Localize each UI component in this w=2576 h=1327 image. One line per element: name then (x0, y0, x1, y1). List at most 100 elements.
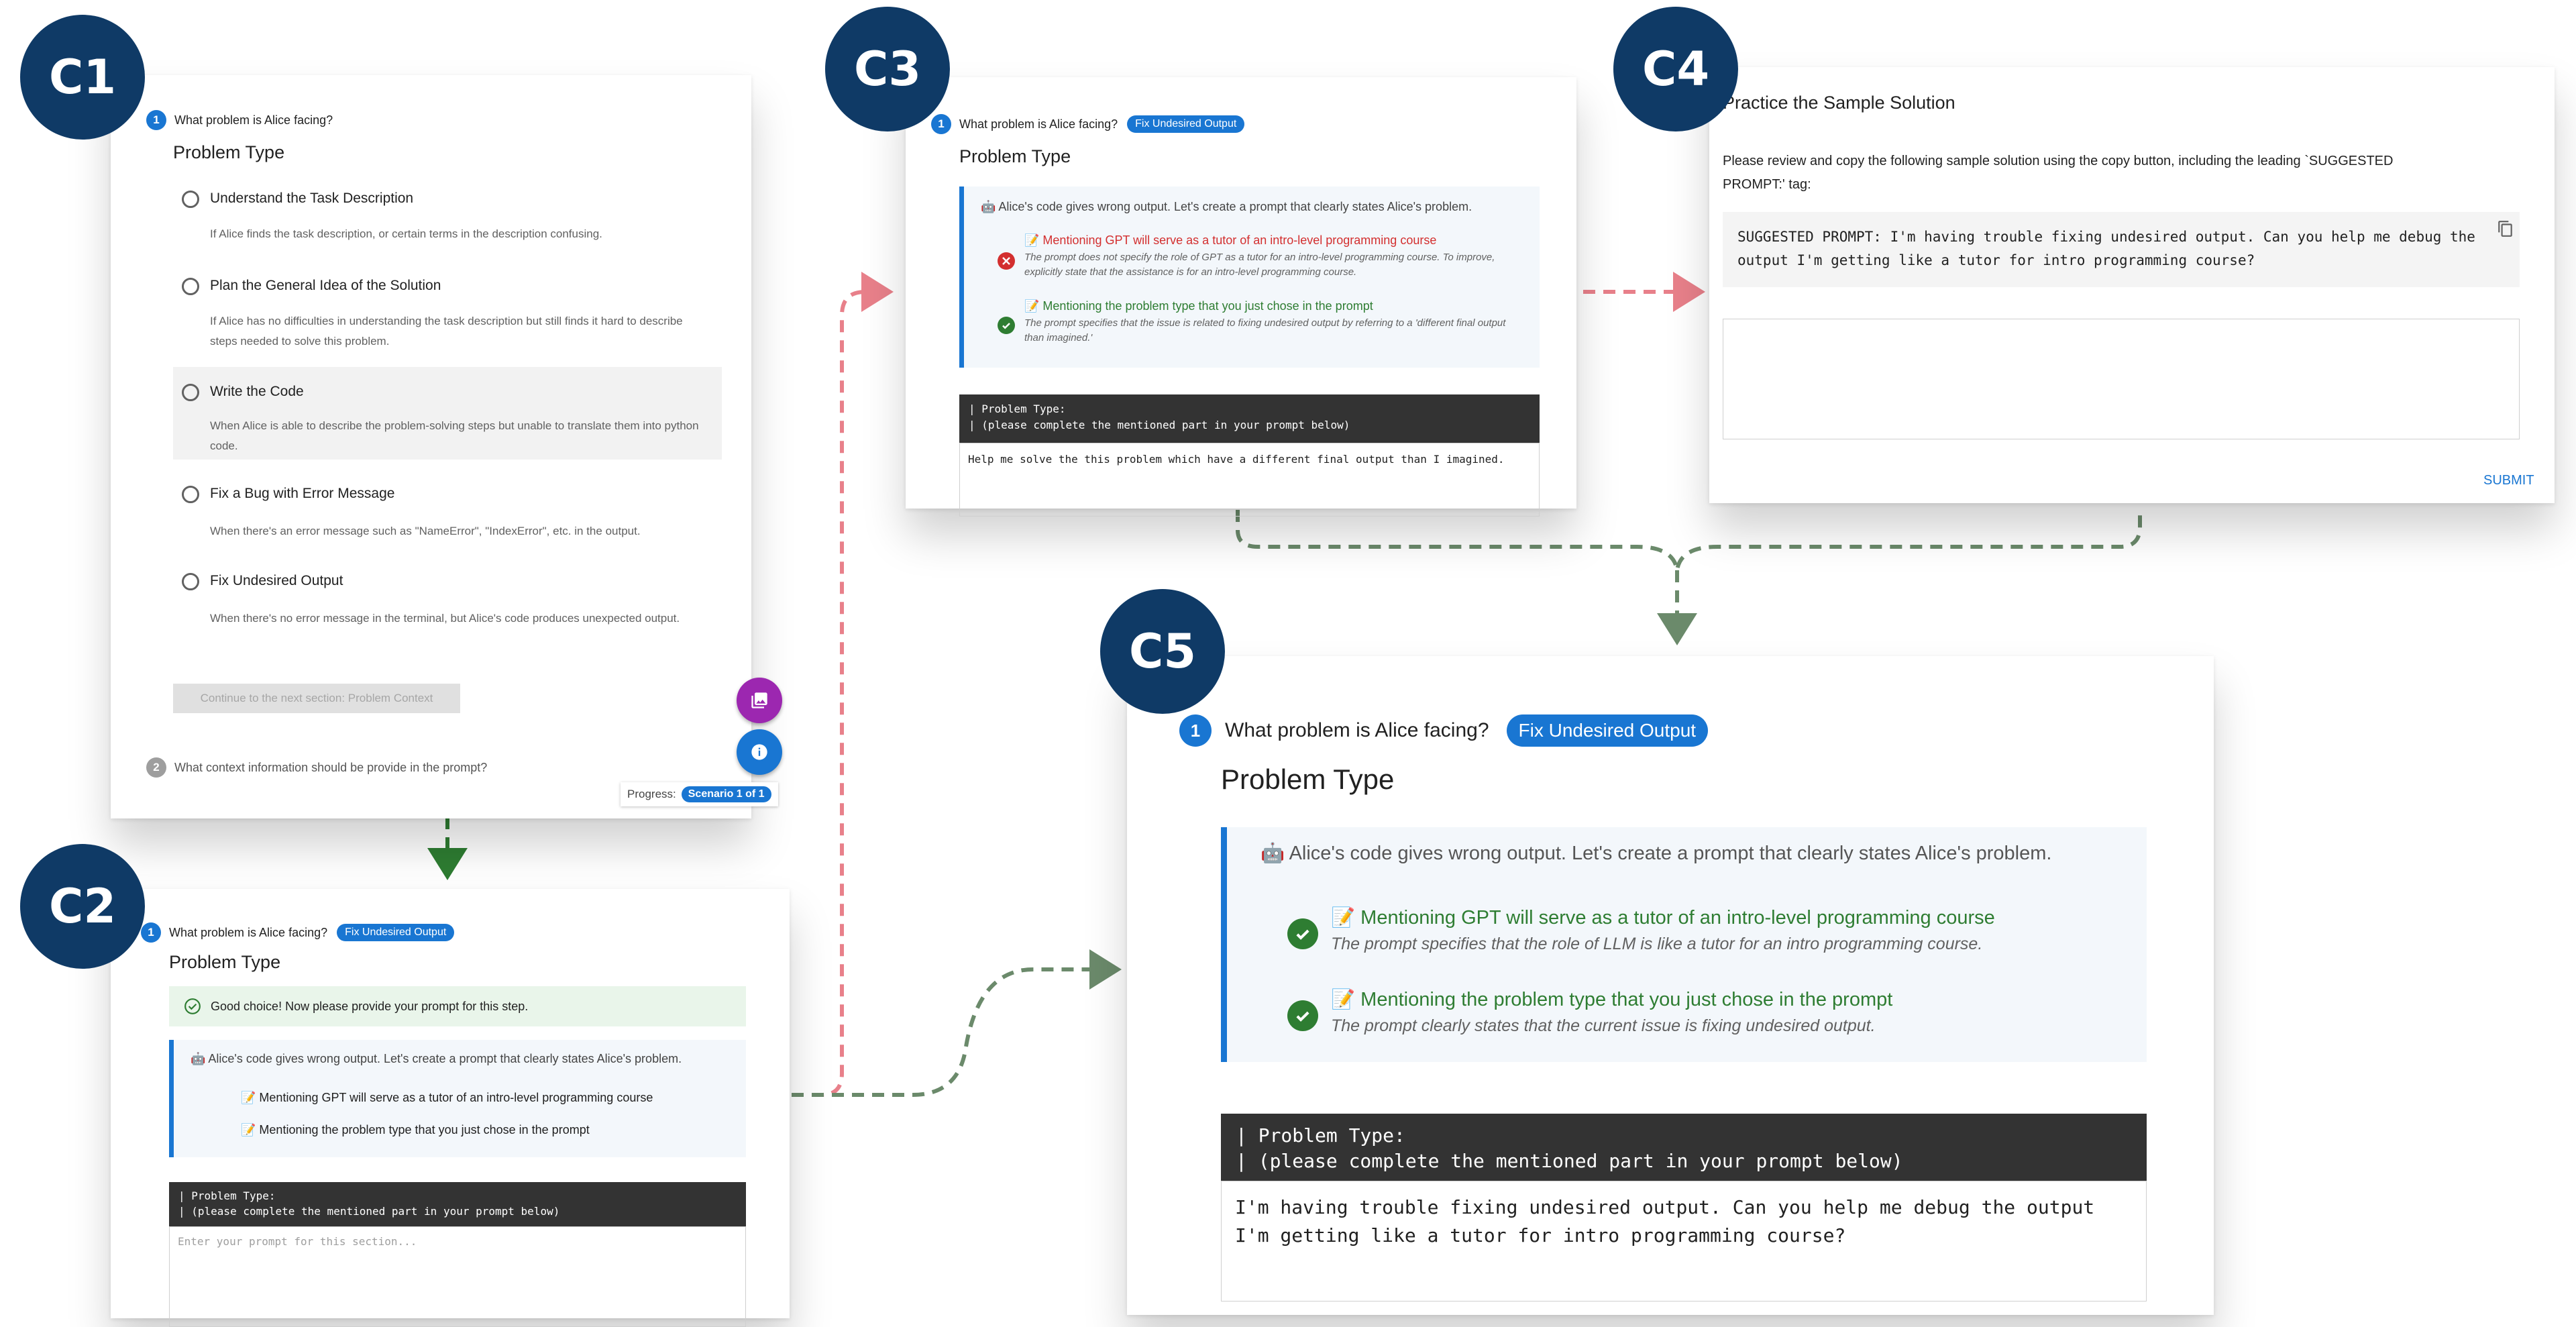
question-text: What problem is Alice facing? (1225, 719, 1489, 741)
prompt-template-header: | Problem Type:| (please complete the me… (959, 394, 1540, 443)
error-icon (998, 252, 1015, 270)
section-title: Problem Type (959, 146, 1071, 166)
section-title: Problem Type (1221, 763, 1395, 795)
question-1-row: 1 What problem is Alice facing? Fix Unde… (141, 922, 455, 943)
radio-button[interactable] (182, 191, 199, 208)
radio-button[interactable] (182, 486, 199, 503)
hint-intro: 🤖 Alice's code gives wrong output. Let's… (191, 1052, 682, 1065)
feedback-detail: The prompt specifies that the role of LL… (1331, 935, 1983, 953)
option-label: Write the Code (210, 384, 304, 399)
feedback-detail: The prompt specifies that the issue is r… (1024, 317, 1506, 343)
option-plan-idea[interactable]: Plan the General Idea of the Solution If… (173, 270, 722, 364)
hint-item: 📝 Mentioning the problem type that you j… (241, 1123, 590, 1136)
question-text: What problem is Alice facing? (959, 117, 1118, 131)
step-number-1: 1 (141, 922, 161, 943)
selected-type-chip: Fix Undesired Output (337, 924, 455, 941)
sample-solution-text: SUGGESTED PROMPT: I'm having trouble fix… (1737, 229, 2475, 268)
success-alert: Good choice! Now please provide your pro… (169, 986, 746, 1026)
section-title: Problem Type (173, 142, 285, 162)
feedback-title: 📝 Mentioning the problem type that you j… (1331, 989, 1893, 1010)
feedback-title: 📝 Mentioning GPT will serve as a tutor o… (1024, 233, 1437, 247)
hint-box: 🤖 Alice's code gives wrong output. Let's… (169, 1040, 746, 1157)
prompt-template-header: | Problem Type:| (please complete the me… (169, 1182, 746, 1226)
feedback-detail: The prompt does not specify the role of … (1024, 252, 1495, 278)
badge-c3: C3 (825, 7, 950, 131)
option-fix-error[interactable]: Fix a Bug with Error Message When there'… (173, 478, 722, 545)
hint-item: 📝 Mentioning GPT will serve as a tutor o… (241, 1091, 653, 1104)
copy-button[interactable] (2497, 220, 2516, 239)
option-description: When there's an error message such as "N… (210, 525, 641, 537)
option-label: Plan the General Idea of the Solution (210, 278, 441, 293)
question-1-row: 1 What problem is Alice facing? (146, 110, 333, 130)
option-description: When there's no error message in the ter… (210, 612, 680, 625)
feedback-detail: The prompt clearly states that the curre… (1331, 1016, 1876, 1035)
practice-title: Practice the Sample Solution (1723, 93, 1955, 113)
option-description: If Alice has no difficulties in understa… (210, 315, 683, 348)
progress-indicator: Progress: Scenario 1 of 1 (621, 782, 778, 806)
step-number-2: 2 (146, 757, 166, 778)
feedback-box: 🤖 Alice's code gives wrong output. Let's… (959, 187, 1540, 368)
progress-value: Scenario 1 of 1 (681, 786, 771, 802)
check-icon (1287, 1000, 1318, 1031)
arrow-merge-to-c5 (1236, 510, 2142, 637)
option-write-code[interactable]: Write the Code When Alice is able to des… (173, 367, 722, 460)
question-text: What context information should be provi… (174, 760, 488, 774)
option-description: When Alice is able to describe the probl… (210, 419, 699, 452)
option-fix-undesired[interactable]: Fix Undesired Output When there's no err… (173, 565, 722, 659)
prompt-template-header: | Problem Type:| (please complete the me… (1221, 1114, 2147, 1181)
practice-instruction: Please review and copy the following sam… (1723, 154, 2394, 192)
radio-button[interactable] (182, 573, 199, 590)
section-title: Problem Type (169, 952, 281, 972)
option-understand-task[interactable]: Understand the Task Description If Alice… (173, 182, 722, 256)
step-number-1: 1 (931, 114, 951, 134)
panel-c1: 1 What problem is Alice facing? Problem … (111, 75, 782, 818)
solution-input[interactable] (1723, 319, 2520, 439)
arrow-c2-to-c3 (792, 272, 894, 1097)
panel-c5: 1 What problem is Alice facing? Fix Unde… (1127, 656, 2214, 1315)
feedback-box: 🤖 Alice's code gives wrong output. Let's… (1221, 827, 2147, 1062)
info-icon (751, 744, 767, 760)
check-circle-icon (184, 998, 201, 1014)
continue-button[interactable]: Continue to the next section: Problem Co… (173, 684, 460, 713)
selected-type-chip: Fix Undesired Output (1127, 115, 1245, 133)
prompt-input[interactable]: Help me solve the this problem which hav… (959, 443, 1540, 517)
panel-c2: 1 What problem is Alice facing? Fix Unde… (111, 889, 790, 1327)
selected-type-chip: Fix Undesired Output (1506, 714, 1709, 747)
question-2-row: 2 What context information should be pro… (146, 757, 487, 778)
copy-icon (2498, 221, 2512, 237)
badge-c1: C1 (20, 15, 145, 140)
radio-button[interactable] (182, 278, 199, 295)
option-label: Fix a Bug with Error Message (210, 486, 395, 501)
progress-label: Progress: (627, 788, 676, 800)
panel-c3: 1 What problem is Alice facing? Fix Unde… (906, 77, 1576, 517)
option-label: Understand the Task Description (210, 191, 414, 206)
check-icon (1287, 918, 1318, 949)
prompt-input[interactable]: Enter your prompt for this section... (169, 1226, 746, 1327)
question-1-row: 1 What problem is Alice facing? Fix Unde… (931, 114, 1245, 134)
submit-button[interactable]: SUBMIT (2483, 473, 2534, 488)
badge-c2: C2 (20, 844, 145, 969)
info-fab[interactable] (737, 729, 782, 775)
image-icon (751, 692, 767, 708)
radio-button[interactable] (182, 384, 199, 401)
badge-c5: C5 (1100, 589, 1225, 714)
step-number-1: 1 (146, 110, 166, 130)
check-icon (998, 317, 1015, 334)
prompt-input[interactable]: I'm having trouble fixing undesired outp… (1221, 1181, 2147, 1302)
feedback-title: 📝 Mentioning GPT will serve as a tutor o… (1331, 907, 1995, 928)
feedback-intro: 🤖 Alice's code gives wrong output. Let's… (981, 200, 1472, 213)
question-1-row: 1 What problem is Alice facing? Fix Unde… (1179, 714, 1709, 747)
sample-solution-box: SUGGESTED PROMPT: I'm having trouble fix… (1723, 212, 2520, 287)
success-message: Good choice! Now please provide your pro… (211, 999, 529, 1013)
option-label: Fix Undesired Output (210, 573, 343, 588)
step-number-1: 1 (1179, 714, 1212, 747)
question-text: What problem is Alice facing? (169, 925, 328, 939)
badge-c4: C4 (1613, 7, 1738, 131)
gallery-fab[interactable] (737, 678, 782, 723)
feedback-title: 📝 Mentioning the problem type that you j… (1024, 299, 1373, 313)
option-description: If Alice finds the task description, or … (210, 227, 602, 240)
panel-c4: Practice the Sample Solution Please revi… (1709, 67, 2555, 503)
arrow-c2-to-c5 (792, 949, 1122, 1097)
feedback-intro: 🤖 Alice's code gives wrong output. Let's… (1260, 843, 2052, 864)
